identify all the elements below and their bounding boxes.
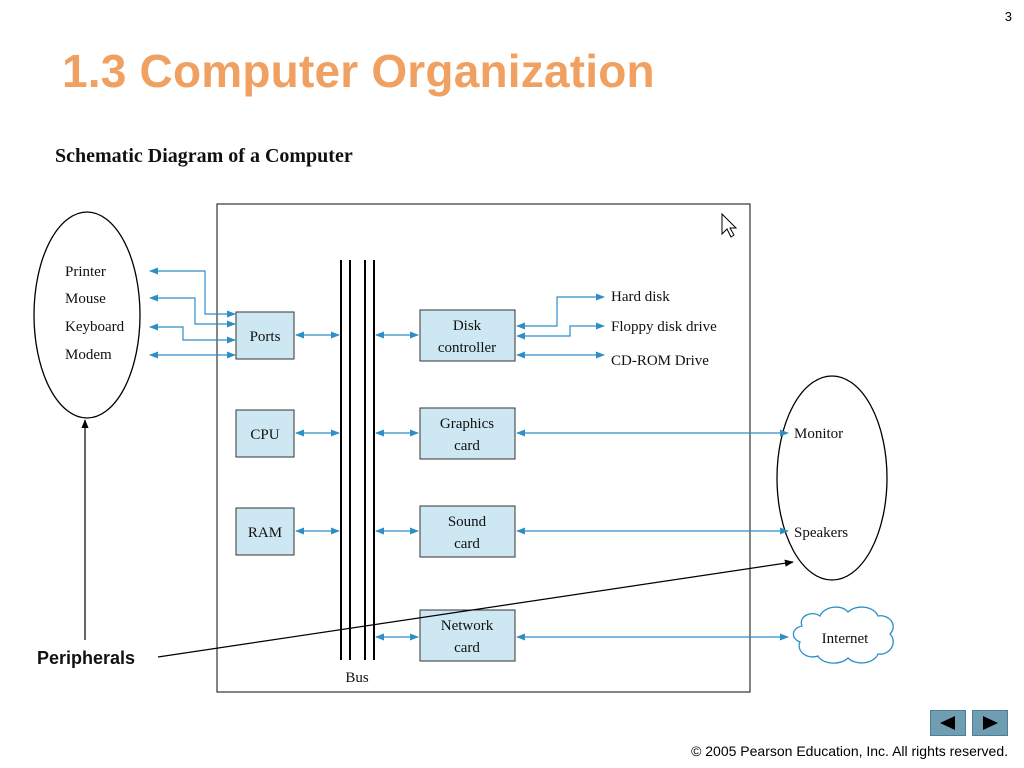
sound-card-box <box>419 505 516 558</box>
computer-frame <box>216 203 751 693</box>
peripherals-callout-label: Peripherals <box>37 648 135 668</box>
previous-slide-button[interactable] <box>930 710 966 736</box>
previous-arrow-icon <box>940 716 955 730</box>
peripheral-ports-wires <box>149 267 236 359</box>
network-card-box <box>419 609 516 662</box>
graphics-card-box <box>419 407 516 460</box>
cpu-box <box>235 409 295 458</box>
peripheral-printer: Printer <box>65 264 106 280</box>
internet-cloud-icon <box>792 606 894 664</box>
drive-wires <box>516 293 605 359</box>
drive-hard-disk: Hard disk <box>611 289 670 305</box>
copyright-footer: © 2005 Pearson Education, Inc. All right… <box>691 743 1008 759</box>
diagram-heading: Schematic Diagram of a Computer <box>55 145 353 167</box>
sound-card-label-line2: card <box>454 536 480 552</box>
drive-cdrom: CD-ROM Drive <box>611 353 709 369</box>
ram-box <box>235 507 295 556</box>
disk-controller-label-line2: controller <box>438 340 496 356</box>
right-peripherals-ellipse <box>776 375 888 581</box>
disk-controller-label-line1: Disk <box>453 318 482 334</box>
graphics-card-label-line2: card <box>454 438 480 454</box>
left-bus-arrows <box>295 331 340 535</box>
cpu-label: CPU <box>250 427 279 443</box>
next-slide-button[interactable] <box>972 710 1008 736</box>
ram-label: RAM <box>248 525 282 541</box>
slide-title: 1.3 Computer Organization <box>62 45 655 97</box>
network-card-label-line2: card <box>454 640 480 656</box>
bus-label: Bus <box>345 670 369 686</box>
sound-card-label-line1: Sound <box>448 514 487 530</box>
right-bus-arrows <box>375 331 419 641</box>
peripheral-speakers: Speakers <box>794 525 848 541</box>
mouse-cursor-icon <box>721 212 738 238</box>
internet-label: Internet <box>822 631 869 647</box>
peripheral-keyboard: Keyboard <box>65 319 125 335</box>
bus-lines <box>340 260 375 660</box>
peripheral-monitor: Monitor <box>794 426 843 442</box>
ports-box <box>235 311 295 360</box>
card-output-arrows <box>516 429 789 641</box>
drive-floppy: Floppy disk drive <box>611 319 717 335</box>
disk-controller-box <box>419 309 516 362</box>
graphics-card-label-line1: Graphics <box>440 416 494 432</box>
peripherals-callout-lines <box>81 419 794 658</box>
network-card-label-line1: Network <box>441 618 494 634</box>
slide-number: 3 <box>1004 9 1012 24</box>
ports-label: Ports <box>250 329 281 345</box>
slide-navigation <box>930 710 1008 736</box>
peripheral-modem: Modem <box>65 347 112 363</box>
next-arrow-icon <box>983 716 998 730</box>
peripheral-mouse: Mouse <box>65 291 106 307</box>
left-peripherals-ellipse <box>33 211 141 419</box>
